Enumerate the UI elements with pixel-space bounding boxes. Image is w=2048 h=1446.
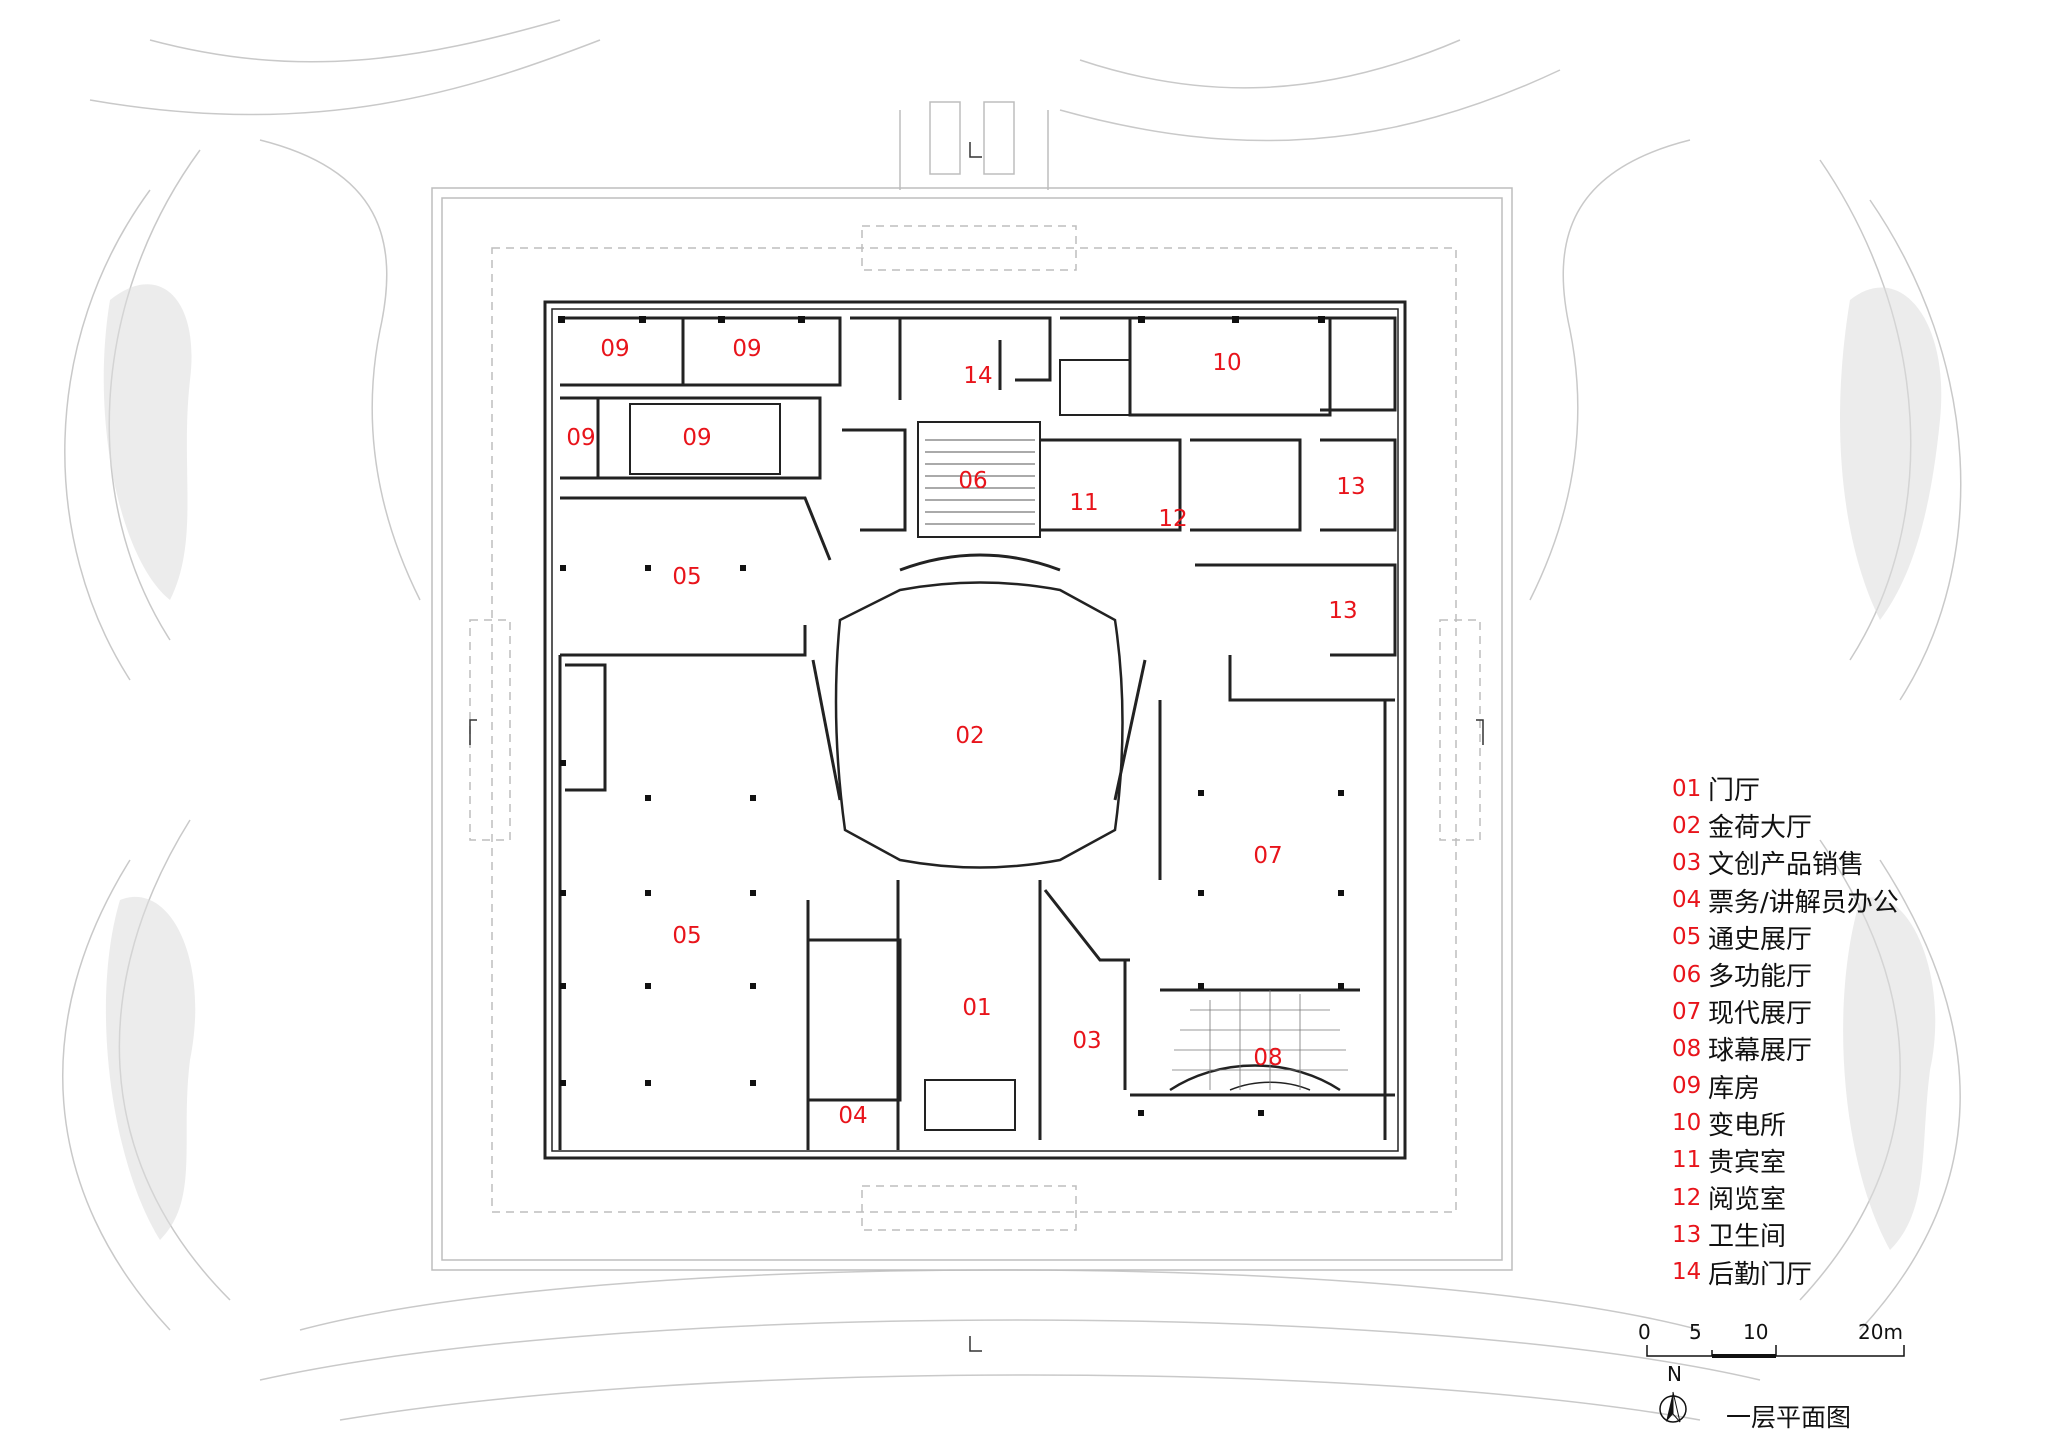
legend-number: 12 — [1672, 1184, 1702, 1211]
legend-name: 后勤门厅 — [1708, 1259, 1813, 1290]
room-label: 14 — [963, 363, 992, 389]
room-label: 08 — [1253, 1045, 1282, 1071]
legend-name: 门厅 — [1708, 776, 1761, 807]
room-label: 11 — [1069, 490, 1098, 516]
legend-number: 07 — [1672, 998, 1702, 1025]
legend-number: 06 — [1672, 961, 1702, 988]
legend-name: 通史展厅 — [1708, 924, 1813, 955]
legend-number: 09 — [1672, 1073, 1702, 1100]
legend-number: 05 — [1672, 924, 1702, 951]
drawing-title: 一层平面图 — [1726, 1403, 1852, 1432]
legend-name: 金荷大厅 — [1708, 813, 1813, 844]
north-label: N — [1667, 1362, 1682, 1386]
legend-number: 13 — [1672, 1221, 1702, 1248]
room-label: 13 — [1328, 598, 1357, 624]
structural-columns — [558, 316, 1344, 1116]
room-label: 10 — [1212, 350, 1241, 376]
legend-name: 多功能厅 — [1708, 962, 1813, 993]
room-label: 12 — [1158, 506, 1187, 532]
legend-name: 球幕展厅 — [1708, 1036, 1813, 1067]
scale-tick-10: 10 — [1743, 1320, 1768, 1344]
legend-name: 贵宾室 — [1708, 1147, 1787, 1178]
legend-name: 变电所 — [1708, 1110, 1787, 1141]
scale-tick-5: 5 — [1689, 1320, 1702, 1344]
scale-tick-0: 0 — [1638, 1320, 1651, 1344]
building-walls — [543, 300, 1407, 1160]
room-label: 03 — [1072, 1028, 1101, 1054]
seating-grid — [925, 439, 1035, 525]
legend-name: 阅览室 — [1708, 1185, 1787, 1216]
legend-number: 08 — [1672, 1035, 1702, 1062]
dome-grid — [1172, 990, 1348, 1090]
legend-name: 现代展厅 — [1708, 999, 1813, 1030]
room-labels: 09 09 09 09 14 10 06 11 12 13 13 05 02 0… — [566, 336, 1365, 1129]
room-label: 05 — [672, 564, 701, 590]
scale-tick-20m: 20m — [1858, 1320, 1903, 1344]
room-label: 04 — [838, 1103, 867, 1129]
room-label: 06 — [958, 468, 987, 494]
site-dot-fill — [103, 284, 1942, 1250]
room-label: 13 — [1336, 474, 1365, 500]
room-label: 07 — [1253, 843, 1282, 869]
scale-bar: 0 5 10 20m — [1638, 1320, 1905, 1358]
legend-name: 文创产品销售 — [1708, 850, 1865, 881]
legend-number: 03 — [1672, 849, 1702, 876]
legend-number: 14 — [1672, 1259, 1702, 1286]
legend-number: 01 — [1672, 775, 1702, 802]
legend-number: 04 — [1672, 887, 1702, 914]
legend-name: 卫生间 — [1708, 1222, 1787, 1253]
section-markers — [469, 142, 1484, 1352]
podium-outlines — [431, 101, 1513, 1271]
legend-number: 11 — [1672, 1147, 1702, 1174]
room-label: 09 — [600, 336, 629, 362]
room-label: 05 — [672, 923, 701, 949]
room-label: 09 — [566, 425, 595, 451]
legend-name: 票务/讲解员办公 — [1708, 887, 1899, 918]
room-label: 09 — [732, 336, 761, 362]
room-label: 01 — [962, 995, 991, 1021]
room-label: 02 — [955, 723, 984, 749]
north-arrow-icon: N — [1659, 1362, 1687, 1423]
legend-number: 10 — [1672, 1110, 1702, 1137]
room-label: 09 — [682, 425, 711, 451]
legend-name: 库房 — [1708, 1073, 1761, 1104]
legend-number: 02 — [1672, 812, 1702, 839]
